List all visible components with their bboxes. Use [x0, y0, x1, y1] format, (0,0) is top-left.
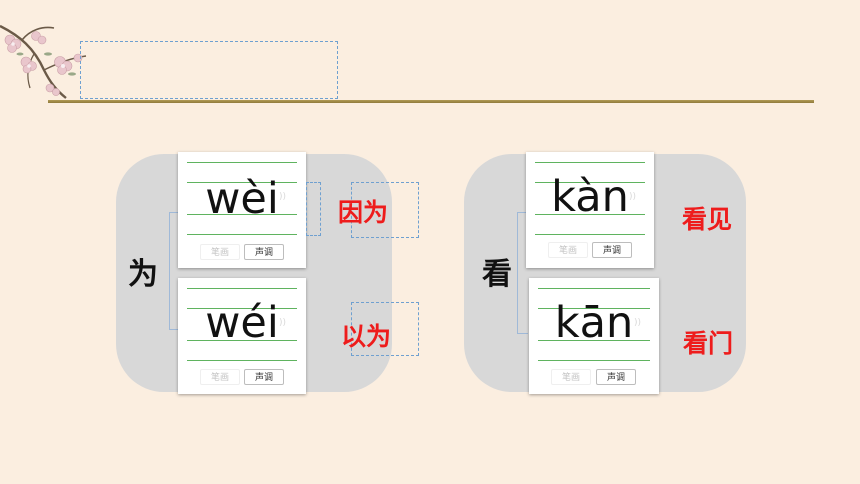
- placeholder-box: [306, 182, 321, 236]
- tone-button[interactable]: 声调: [596, 369, 636, 385]
- group-character: 为: [128, 257, 158, 292]
- word-box: [351, 302, 419, 356]
- stroke-button[interactable]: 笔画: [551, 369, 591, 385]
- group-character: 看: [482, 257, 512, 292]
- stroke-button[interactable]: 笔画: [200, 244, 240, 260]
- pinyin-card[interactable]: wèi )) 笔画 声调: [178, 152, 306, 268]
- pinyin-card[interactable]: kān )) 笔画 声调: [529, 278, 659, 394]
- speaker-icon[interactable]: )): [629, 192, 637, 202]
- example-word: 看见: [682, 205, 733, 234]
- group-bracket: [517, 212, 528, 334]
- stroke-button[interactable]: 笔画: [200, 369, 240, 385]
- speaker-icon[interactable]: )): [279, 192, 287, 202]
- tone-button[interactable]: 声调: [592, 242, 632, 258]
- pinyin-text: wéi: [205, 298, 279, 348]
- pinyin-card[interactable]: wéi )) 笔画 声调: [178, 278, 306, 394]
- tone-button[interactable]: 声调: [244, 369, 284, 385]
- pinyin-card[interactable]: kàn )) 笔画 声调: [526, 152, 654, 268]
- tone-button[interactable]: 声调: [244, 244, 284, 260]
- word-box: [351, 182, 419, 238]
- pinyin-text: kàn: [551, 172, 629, 222]
- example-word: 以为: [341, 322, 392, 351]
- stroke-button[interactable]: 笔画: [548, 242, 588, 258]
- title-placeholder-box[interactable]: [80, 41, 338, 99]
- pinyin-text: kān: [554, 298, 634, 348]
- group-bracket: [169, 212, 180, 330]
- speaker-icon[interactable]: )): [279, 318, 287, 328]
- example-word: 因为: [338, 198, 389, 227]
- title-underline: [48, 100, 814, 103]
- pinyin-text: wèi: [205, 174, 279, 224]
- speaker-icon[interactable]: )): [634, 318, 642, 328]
- example-word: 看门: [683, 329, 734, 358]
